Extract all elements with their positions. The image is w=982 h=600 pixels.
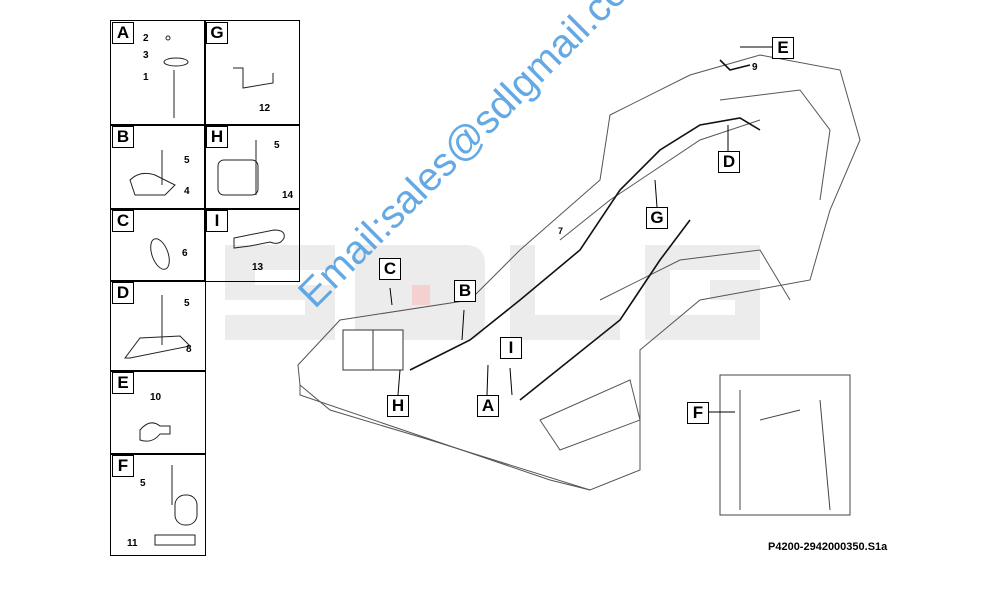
part-number: 14: [282, 190, 294, 201]
panel-c: [110, 208, 206, 282]
panel-label-h: H: [206, 126, 228, 148]
part-9-label: 9: [752, 62, 758, 73]
part-number: 11: [127, 538, 138, 549]
part-number: 1: [143, 72, 149, 83]
part-number: 5: [274, 140, 280, 151]
panel-g: [204, 20, 300, 126]
harness-label: 7: [558, 226, 564, 236]
part-number: 13: [252, 262, 264, 273]
part-number: 8: [186, 344, 192, 355]
part-number: 3: [143, 50, 149, 61]
panel-label-b: B: [112, 126, 134, 148]
drawing-code: P4200-2942000350.S1a: [768, 541, 888, 553]
panel-label-a: A: [112, 22, 134, 44]
callout-h: H: [387, 395, 409, 417]
part-number: 5: [184, 298, 190, 309]
callout-a: A: [477, 395, 499, 417]
callout-b: B: [454, 280, 476, 302]
panel-label-f: F: [112, 455, 134, 477]
part-number: 5: [184, 155, 190, 166]
callout-i: I: [500, 337, 522, 359]
callout-g: G: [646, 207, 668, 229]
panel-a: [110, 20, 206, 126]
part-number: 5: [140, 478, 146, 489]
part-number: 12: [259, 103, 271, 114]
panel-label-g: G: [206, 22, 228, 44]
part-number: 4: [184, 186, 190, 197]
callout-e: E: [772, 37, 794, 59]
panel-i: [204, 208, 300, 282]
panel-label-i: I: [206, 210, 228, 232]
panel-label-c: C: [112, 210, 134, 232]
part-number: 2: [143, 33, 149, 44]
callout-d: D: [718, 151, 740, 173]
panel-d: [110, 280, 206, 372]
panel-label-e: E: [112, 372, 134, 394]
panel-label-d: D: [112, 282, 134, 304]
panel-f: [110, 453, 206, 556]
panel-e: [110, 370, 206, 455]
callout-c: C: [379, 258, 401, 280]
part-number: 10: [150, 392, 162, 403]
callout-f: F: [687, 402, 709, 424]
panel-h: [204, 124, 300, 210]
panel-b: [110, 124, 206, 210]
part-number: 6: [182, 248, 188, 259]
